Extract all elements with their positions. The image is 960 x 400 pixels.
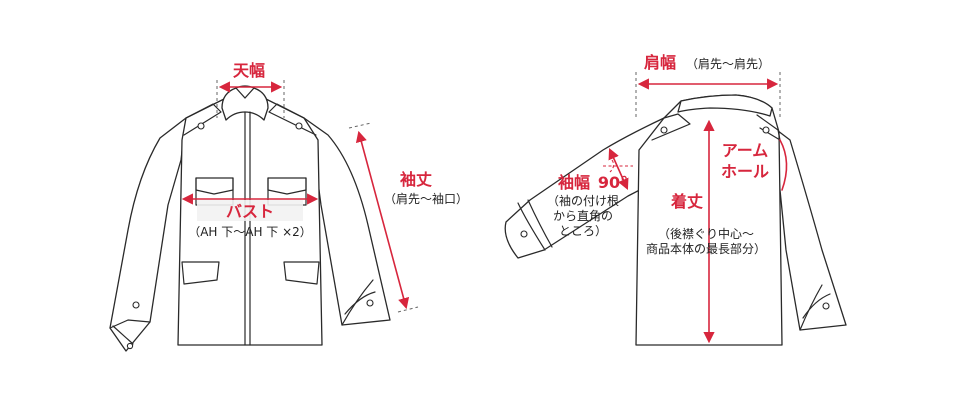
back-right-epaulette-button — [762, 126, 770, 134]
kitake-note-line1: （後襟ぐり中心〜 — [658, 226, 754, 241]
katahaba-label: 肩幅 — [644, 53, 676, 72]
back-left-cuff-button — [520, 230, 528, 238]
front-left-cuff-button — [132, 301, 140, 309]
sodehaba-note-line3: ところ） — [559, 224, 607, 238]
sodehaba-label: 袖幅 — [558, 173, 590, 192]
sodehaba-arrow — [608, 147, 629, 191]
front-left-lower-pocket — [181, 261, 220, 285]
sodetake-note: （肩先〜袖口） — [384, 191, 468, 206]
armhole-label-line1: アーム — [722, 141, 769, 160]
kitake-label: 着丈 — [670, 192, 703, 211]
front-right-lower-pocket — [283, 261, 320, 285]
back-left-epaulette-button — [660, 126, 668, 134]
bust-note: （AH 下〜AH 下 ×2） — [188, 225, 312, 239]
sodehaba-note-line1: （袖の付け根 — [547, 193, 619, 208]
sodetake-label: 袖丈 — [400, 170, 432, 189]
sodehaba-angle: 90° — [598, 173, 628, 192]
back-right-cuff-button — [822, 302, 830, 310]
front-right-cuff-button — [366, 299, 374, 307]
front-left-epaulette-button — [197, 122, 205, 130]
kitake-note-line2: 商品本体の最長部分） — [646, 241, 766, 256]
back-collar — [677, 94, 773, 117]
sodehaba-note-line2: から直角の — [553, 209, 613, 223]
bust-label: バスト — [226, 202, 274, 221]
sodetake-arrow — [355, 130, 410, 310]
armhole-curve — [779, 139, 788, 191]
armhole-label-line2: ホール — [721, 162, 769, 181]
front-left-sleeve — [109, 117, 187, 352]
front-right-epaulette-button — [295, 122, 303, 130]
tenhaba-label: 天幅 — [233, 61, 265, 80]
katahaba-note: （肩先〜肩先） — [686, 56, 770, 71]
